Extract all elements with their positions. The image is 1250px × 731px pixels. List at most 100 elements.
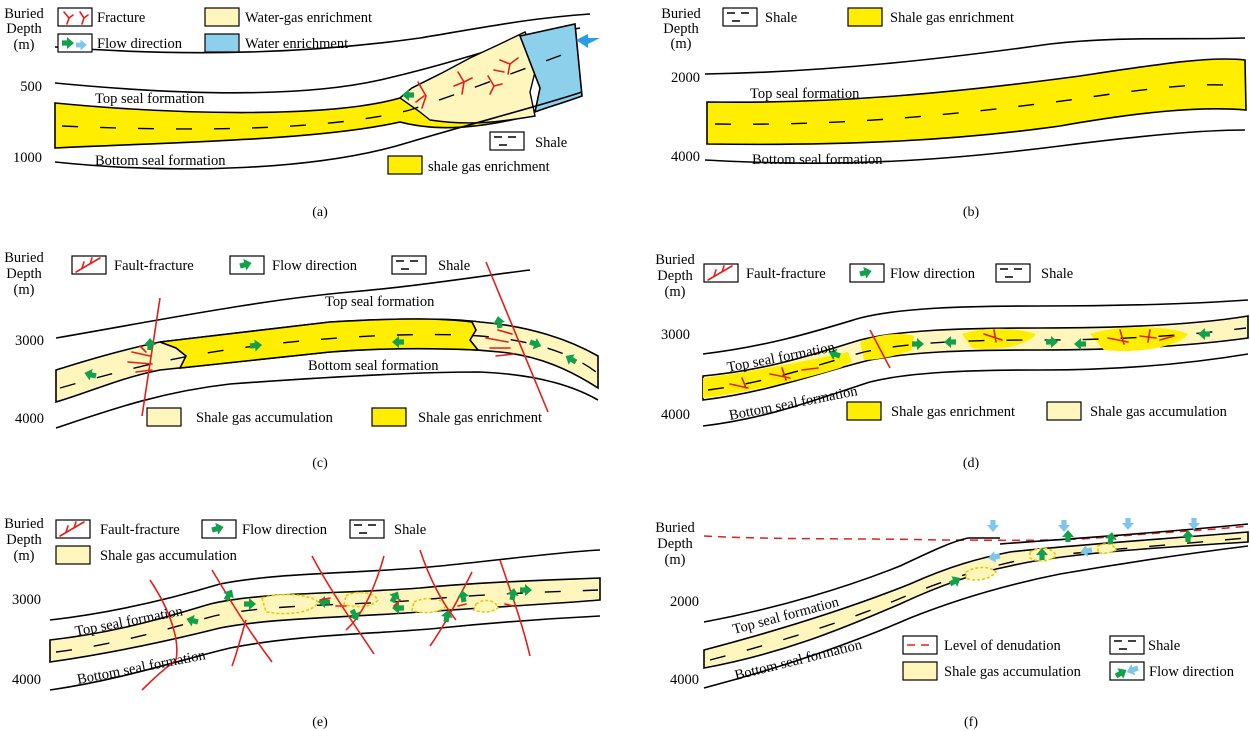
panel-b-surface-line	[704, 37, 1246, 75]
panel-a-caption: (a)	[312, 205, 328, 220]
panel-f-bottom-seal-lower	[703, 545, 1249, 689]
panel-f-legend-flow-label: Flow direction	[1149, 664, 1235, 680]
panel-a-fracture-4	[493, 57, 519, 75]
panel-a-fracture-1	[415, 81, 427, 109]
panel-f: Top seal formation Bottom seal formation…	[655, 518, 1249, 730]
panel-a-legend-flow-label: Flow direction	[97, 36, 183, 52]
panel-f-legend-flow-swatch	[1109, 661, 1145, 681]
panel-e-fault-5	[499, 559, 531, 657]
panel-a-legend-fracture-swatch	[57, 7, 93, 27]
panel-f-accumulation-layer	[703, 531, 1249, 669]
panel-e-tick-3000: 3000	[12, 592, 41, 608]
panel-f-blue-arrow-3	[987, 520, 999, 532]
panel-c-legend-shale-swatch	[391, 255, 427, 275]
panel-c-fractures-right	[485, 329, 515, 357]
panel-c-axis-title-2: Depth	[6, 266, 42, 282]
panel-f-legend-shale-swatch	[1109, 635, 1145, 655]
panel-e-legend-shale-swatch	[349, 519, 385, 539]
panel-e-axis-title-1: Buried	[4, 516, 44, 532]
panel-d-shale-dashes	[707, 327, 1247, 391]
panel-c-tick-3000: 3000	[15, 333, 44, 349]
panel-c-top-seal-label: Top seal formation	[325, 294, 435, 310]
panel-e-tick-4000: 4000	[12, 672, 41, 688]
panel-c-legend-enrichment-swatch	[371, 407, 407, 427]
panel-c-fault-right	[485, 261, 549, 413]
panel-a-legend-shale-label: Shale	[535, 135, 567, 151]
panel-d-legend-enrichment-label: Shale gas enrichment	[891, 404, 1015, 420]
panel-a-shale-dashes	[61, 51, 571, 130]
panel-d-bottom-seal-lower	[702, 353, 1249, 427]
panel-e-legend-accumulation-label: Shale gas accumulation	[100, 548, 238, 564]
panel-c-fractures-left	[127, 345, 153, 373]
panel-b-legend-shale-label: Shale	[765, 10, 797, 26]
panel-d-legend-accumulation-label: Shale gas accumulation	[1090, 404, 1228, 420]
panel-b: Top seal formation Bottom seal formation…	[661, 6, 1247, 220]
panel-a-tick-1000: 1000	[13, 150, 42, 166]
panel-e-caption: (e)	[312, 715, 328, 730]
panel-e-axis-title-2: Depth	[6, 532, 42, 548]
panel-e-fault-4	[419, 549, 473, 647]
panel-d-legend-enrichment-swatch	[846, 401, 882, 421]
panel-f-legend-accumulation-swatch	[902, 661, 938, 681]
panel-a-legend-enrichment-label: shale gas enrichment	[428, 159, 550, 175]
panel-b-tick-2000: 2000	[671, 70, 700, 86]
shale-icon	[1114, 640, 1136, 650]
panel-a-legend-fracture-label: Fracture	[97, 10, 145, 26]
panel-d-tick-4000: 4000	[661, 407, 690, 423]
panel-d-legend-flow-label: Flow direction	[890, 266, 976, 282]
panel-f-blue-arrow-5	[1122, 518, 1134, 530]
panel-f-axis-title-3: (m)	[665, 552, 686, 568]
panel-e-fault-2	[211, 569, 273, 663]
panel-d-axis-title-2: Depth	[657, 268, 693, 284]
panel-c-bottom-seal-lower	[55, 371, 599, 429]
panel-f-legend-denudation-swatch	[902, 635, 938, 655]
panel-d-legend-accumulation-swatch	[1046, 401, 1082, 421]
panel-b-bottom-seal-label: Bottom seal formation	[752, 152, 883, 168]
panel-d-axis-title-3: (m)	[665, 284, 686, 300]
panel-d-enrichment-patch-2	[860, 334, 914, 360]
panel-b-axis-title-1: Buried	[661, 6, 701, 22]
panel-d-enrichment-patch-4	[1090, 327, 1188, 352]
panel-a-legend-water-label: Water enrichment	[245, 36, 348, 52]
panel-e-legend-accumulation-swatch	[55, 545, 91, 565]
panel-f-caption: (f)	[964, 715, 978, 730]
panel-f-legend-accumulation-label: Shale gas accumulation	[944, 664, 1082, 680]
panel-d-fractures-2	[983, 329, 1003, 343]
panel-f-axis-title-1: Buried	[655, 520, 695, 536]
panel-a-fracture-2	[453, 71, 473, 95]
panel-b-legend-enrichment-label: Shale gas enrichment	[890, 10, 1014, 26]
panel-a-legend-water-gas-label: Water-gas enrichment	[245, 10, 372, 26]
shale-icon	[494, 136, 516, 146]
panel-a-water-zone	[518, 23, 583, 114]
panel-c-axis-title-3: (m)	[14, 282, 35, 298]
panel-f-legend-shale-label: Shale	[1148, 638, 1180, 654]
panel-c-legend-flow-label: Flow direction	[272, 258, 358, 274]
panel-b-legend-shale-swatch	[722, 7, 758, 27]
shale-icon	[1000, 268, 1022, 278]
panel-c-legend-fault-label: Fault-fracture	[114, 258, 194, 274]
panel-f-tick-2000: 2000	[670, 594, 699, 610]
panel-f-upper-layer-line	[999, 523, 1249, 545]
panel-e-legend-flow-label: Flow direction	[242, 522, 328, 538]
panel-c-legend-enrichment-label: Shale gas enrichment	[418, 410, 542, 426]
panel-f-axis-title-2: Depth	[657, 536, 693, 552]
shale-icon	[396, 260, 418, 270]
panel-e-bottom-seal-lower	[49, 615, 601, 691]
panel-c-fault-left	[141, 297, 161, 417]
panel-d-legend-shale-swatch	[995, 263, 1031, 283]
panel-a-water-inflow-arrow	[576, 34, 600, 48]
panel-e-legend-shale-label: Shale	[394, 522, 426, 538]
panel-e-legend-fault-label: Fault-fracture	[100, 522, 180, 538]
panel-b-top-seal-label: Top seal formation	[750, 86, 860, 102]
panel-f-top-surface	[703, 537, 1000, 623]
panel-e-axis-title-3: (m)	[14, 548, 35, 564]
panel-c-legend-accumulation-swatch	[146, 407, 182, 427]
panel-c-surface-line	[55, 269, 531, 339]
panel-d-caption: (d)	[963, 456, 980, 471]
panel-a-top-seal-label: Top seal formation	[95, 91, 205, 107]
panel-e-gas-patches	[261, 591, 499, 615]
panel-a-gas-enrichment-layer	[54, 42, 521, 149]
panel-a-legend-water-gas-swatch	[204, 7, 240, 27]
panel-c-bottom-seal-label: Bottom seal formation	[308, 358, 439, 374]
panel-c: Top seal formation Bottom seal formation…	[4, 250, 599, 471]
